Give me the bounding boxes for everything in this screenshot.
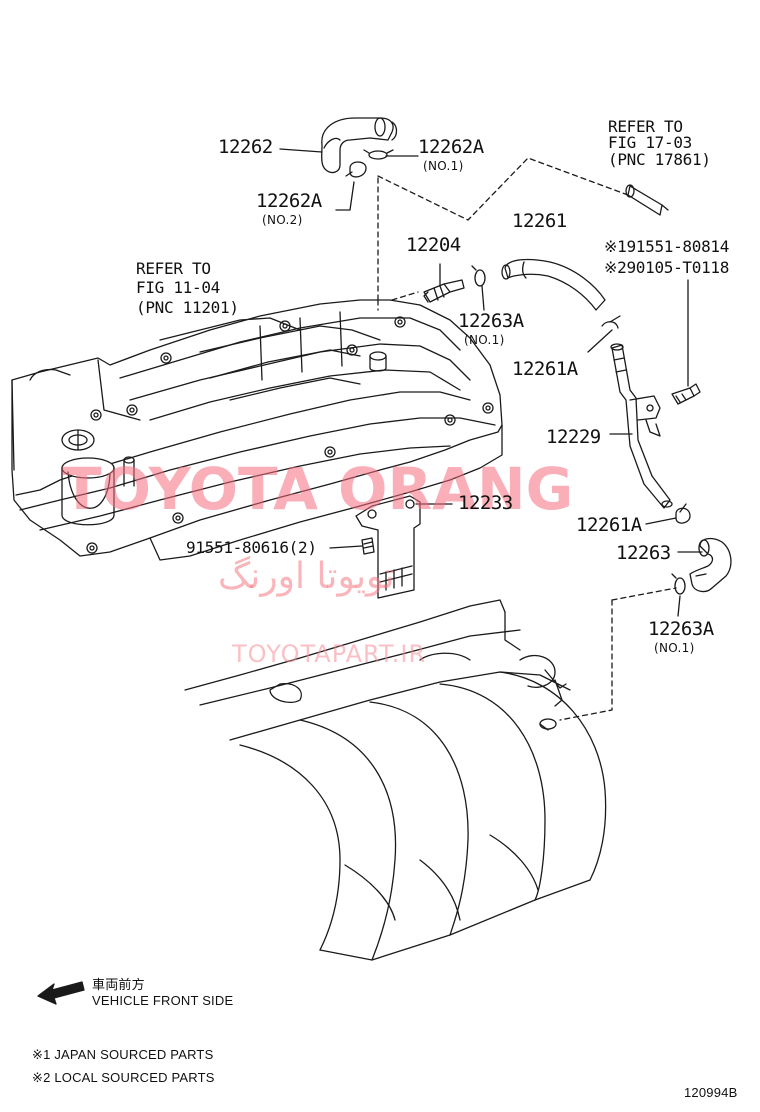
label-12262A-no1: 12262A [418, 136, 484, 158]
label-12263A-lower: 12263A [648, 618, 714, 640]
refer-17-03-line3: (PNC 17861) [608, 150, 711, 169]
label-90105-T0118: ※290105-T0118 [604, 258, 730, 277]
clamp-12262A-no1 [363, 149, 394, 160]
pcv-valve-12204 [423, 279, 465, 303]
label-12233: 12233 [458, 492, 513, 514]
cylinder-head-cover [11, 299, 503, 561]
vehicle-front-en: VEHICLE FRONT SIDE [92, 993, 234, 1008]
label-12261: 12261 [512, 210, 567, 232]
label-12262A-no1-note: (NO.1) [423, 159, 464, 173]
refer-17-03-line2: FIG 17-03 [608, 133, 692, 152]
watermark-brand: TOYOTA ORANG [62, 455, 574, 523]
label-12229: 12229 [546, 426, 601, 448]
label-12261A-lower: 12261A [576, 514, 642, 536]
label-12261A-upper: 12261A [512, 358, 578, 380]
hose-12262 [321, 117, 398, 174]
label-12262: 12262 [218, 136, 273, 158]
note-japan-sourced: ※1 JAPAN SOURCED PARTS [32, 1047, 214, 1062]
intake-manifold [184, 599, 607, 961]
leader-lines [279, 148, 703, 617]
ventilation-pipe-12229 [610, 343, 673, 509]
label-12263A-upper: 12263A [458, 310, 524, 332]
label-91551-80616: 91551-80616(2) [186, 538, 317, 557]
refer-17-03-line1: REFER TO [608, 117, 683, 136]
label-12262A-no2-note: (NO.2) [262, 213, 303, 227]
hose-12263 [689, 537, 732, 593]
clamp-12263A-lower [671, 573, 686, 595]
bracket-12233 [355, 495, 421, 599]
label-91551-80814: ※191551-80814 [604, 237, 730, 256]
label-12263A-lower-note: (NO.1) [654, 641, 695, 655]
note-local-sourced: ※2 LOCAL SOURCED PARTS [32, 1070, 215, 1085]
refer-11-04-line2: FIG 11-04 [136, 278, 220, 297]
bolt-90105 [671, 383, 701, 405]
hose-12261 [501, 258, 606, 311]
refer-11-04-line3: (PNC 11201) [136, 298, 239, 317]
refer-11-04-line1: REFER TO [136, 259, 211, 278]
vehicle-front-jp: 車両前方 [92, 977, 145, 992]
watermark-persian: تویوتا اورنگ [218, 556, 395, 597]
air-pipe-17861 [625, 184, 669, 216]
clamp-12261A-lower [675, 503, 691, 524]
label-12263A-upper-note: (NO.1) [464, 333, 505, 347]
figure-id: 120994B [684, 1085, 738, 1100]
front-arrow-icon [37, 981, 85, 1005]
label-12263: 12263 [616, 542, 671, 564]
label-12262A-no2: 12262A [256, 190, 322, 212]
clamp-12263A-upper [471, 265, 486, 287]
label-12204: 12204 [406, 234, 461, 256]
clamp-12262A-no2 [345, 161, 367, 178]
watermark-site: TOYOTAPART.IR [232, 640, 427, 668]
guide-lines [373, 157, 677, 721]
clamp-12261A-upper [601, 315, 621, 329]
bolt-91551-80616 [361, 537, 375, 555]
